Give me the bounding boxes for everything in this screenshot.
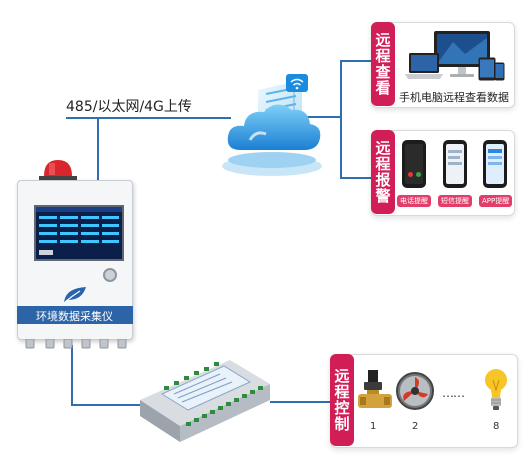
alarm-badge-app: APP提醒 [479,195,513,207]
remote-view-tag-label: 远程查看 [373,32,392,96]
ellipsis-text: …… [442,386,465,400]
remote-control-tag: 远程控制 [330,354,354,446]
alarm-badge-call: 电话提醒 [397,195,431,207]
laptop-icon [404,52,444,82]
remote-view-tag: 远程查看 [371,22,395,106]
cloud-platform-graphic [210,70,340,180]
tablet-icon [478,57,496,81]
connector-module-left [71,404,141,406]
connector-vertical-right [340,60,342,178]
connector-device-to-cloud [97,118,99,180]
device-nameplate [17,306,133,324]
phone-call-icon [402,140,426,188]
leaf-logo-icon [62,286,88,304]
connector-upload-line [66,117,231,119]
device-display-screen [34,205,124,261]
phone-sms-icon [443,140,467,188]
alarm-badge-sms: 短信提醒 [438,195,472,207]
remote-alarm-tag-label: 远程报警 [373,140,392,204]
remote-alarm-tag: 远程报警 [371,130,395,214]
connector-horizontal [293,116,341,118]
connector-module-to-control [270,401,330,403]
solenoid-valve-icon [358,370,392,414]
relay-control-module [134,350,274,444]
remote-view-caption: 手机电脑远程查看数据 [399,91,509,104]
connector-device-to-module [71,345,73,405]
connector-to-view-panel [340,60,372,62]
phone-app-icon [483,140,507,188]
exhaust-fan-icon [396,372,434,410]
light-bulb-icon [484,366,508,412]
device-knob [103,268,117,282]
remote-control-tag-label: 远程控制 [332,368,351,432]
control-device-number: 1 [370,421,377,432]
control-device-number: 8 [493,421,500,432]
device-bottom-ports [24,336,128,349]
connection-label: 485/以太网/4G上传 [66,99,192,115]
connector-to-alarm-panel [340,177,372,179]
control-device-number: 2 [412,421,419,432]
device-name-label: 环境数据采集仪 [36,310,113,323]
smartphone-icon [494,62,505,81]
